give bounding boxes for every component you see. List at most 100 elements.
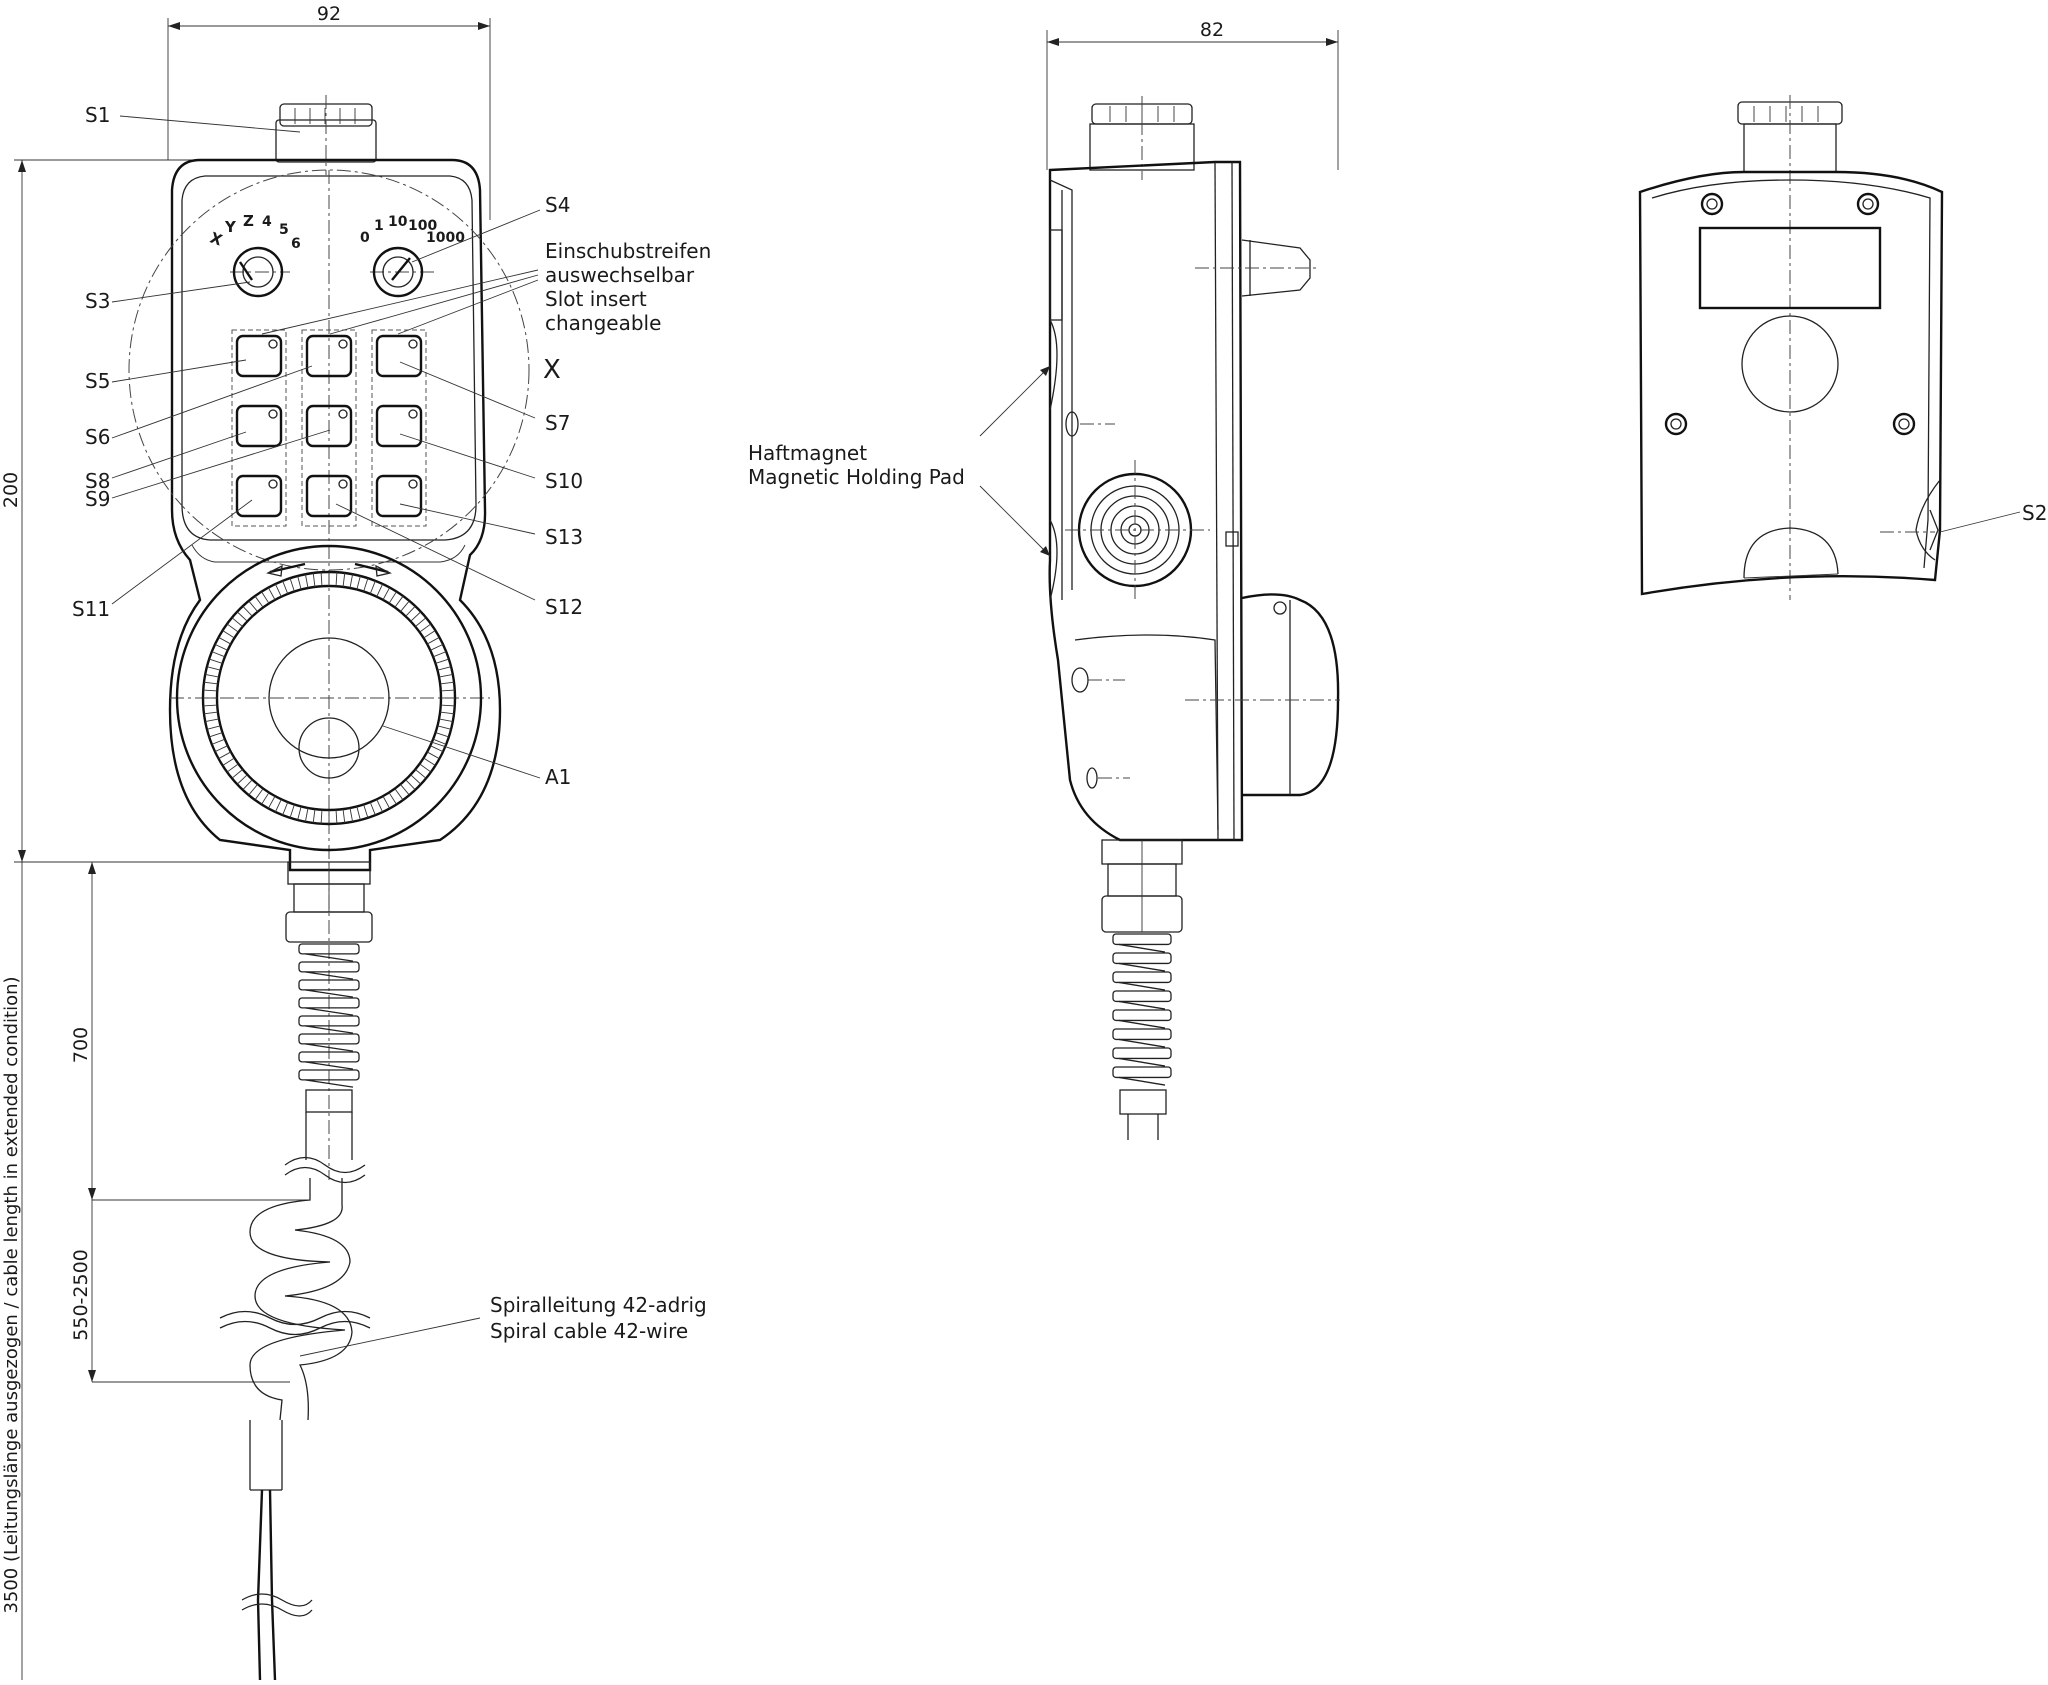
axis-mark-z: Z	[243, 212, 254, 230]
strain-relief-ring	[298, 1051, 360, 1063]
dim-cable-700: 700	[70, 1027, 92, 1063]
slot-note-en-1: Slot insert	[545, 287, 647, 311]
axis-mark-6: 6	[291, 236, 301, 252]
handwheel-tick	[363, 804, 369, 818]
handwheel-tick	[254, 595, 264, 608]
handwheel-tick	[335, 572, 338, 587]
handwheel-tick	[432, 651, 447, 658]
handwheel-tick	[261, 591, 270, 604]
axis-mark-x: X	[208, 229, 225, 250]
handwheel-tick	[274, 799, 282, 813]
handwheel-tick	[410, 774, 422, 785]
handwheel-tick	[376, 583, 384, 597]
strain-relief-ring	[298, 961, 360, 973]
handwheel-tick	[206, 666, 221, 671]
strain-relief-ring	[1112, 971, 1172, 984]
handwheel-tick	[435, 658, 449, 664]
label-s11: S11	[72, 597, 110, 621]
handwheel-tick	[410, 611, 422, 622]
handwheel-tick	[289, 578, 295, 592]
handwheel-tick	[320, 809, 323, 824]
handwheel-tick	[369, 580, 376, 595]
handwheel-tick	[222, 757, 235, 766]
front-view: 92 200 3500 (Leitungslänge ausgezogen / …	[0, 3, 711, 1681]
handwheel-tick	[437, 725, 452, 730]
handwheel-tick	[312, 809, 316, 824]
axis-mark-y: Y	[224, 218, 237, 236]
handwheel-tick	[274, 583, 282, 597]
handwheel-tick	[205, 718, 220, 723]
handwheel-tick	[211, 738, 226, 745]
handwheel-tick	[437, 666, 452, 671]
axis-mark-4: 4	[262, 214, 272, 230]
handwheel-tick	[438, 718, 453, 723]
label-s6: S6	[85, 425, 110, 449]
strain-relief-link	[1118, 981, 1166, 991]
handwheel-tick	[356, 806, 361, 821]
label-s2: S2	[2022, 501, 2047, 525]
strain-relief-link	[304, 1061, 354, 1070]
strain-relief-ring	[1112, 1009, 1172, 1022]
handwheel-tick	[415, 617, 427, 627]
handwheel-tick	[289, 804, 295, 818]
handwheel-tick	[205, 673, 220, 678]
slot-note-en-2: changeable	[545, 311, 661, 335]
cable-note-en: Spiral cable 42-wire	[490, 1319, 688, 1343]
handwheel-tick	[226, 623, 239, 633]
strain-relief-link	[304, 1079, 354, 1088]
magnet-note-en: Magnetic Holding Pad	[748, 465, 965, 489]
dim-height: 200	[0, 472, 22, 508]
strain-relief-ring	[298, 979, 360, 991]
label-s5: S5	[85, 369, 110, 393]
handwheel-tick	[209, 732, 223, 738]
strain-relief-link	[304, 971, 354, 980]
handwheel-tick	[423, 630, 436, 639]
handwheel-tick	[349, 574, 354, 589]
handwheel-tick	[388, 591, 397, 604]
strain-relief-ring	[298, 943, 360, 955]
handwheel-tick	[209, 658, 223, 664]
handwheel-tick	[297, 575, 302, 590]
handwheel-tick	[231, 769, 243, 779]
dim-front-width: 92	[317, 3, 341, 25]
back-view: S2	[1638, 95, 2047, 600]
handwheel-tick	[376, 799, 384, 813]
handwheel-tick	[405, 605, 416, 617]
handwheel-tick	[440, 681, 455, 685]
handwheel-tick	[363, 578, 369, 592]
step-mark-10: 10	[388, 214, 408, 230]
strain-relief-ring	[1112, 1028, 1172, 1041]
strain-relief-link	[1118, 1057, 1166, 1067]
handwheel-tick	[211, 651, 226, 658]
handwheel-tick	[426, 751, 440, 760]
handwheel-tick	[400, 600, 410, 612]
slot-note-de-1: Einschubstreifen	[545, 239, 711, 263]
handwheel-tick	[206, 725, 221, 730]
strain-relief-ring	[298, 1033, 360, 1045]
strain-relief-ring	[1112, 1066, 1172, 1079]
label-a1: A1	[545, 765, 571, 789]
strain-relief-link	[304, 953, 354, 962]
label-s9: S9	[85, 487, 110, 511]
handwheel-tick	[304, 574, 309, 589]
handwheel-tick	[267, 587, 276, 601]
handwheel-tick	[222, 630, 235, 639]
handwheel-tick	[203, 689, 218, 692]
handwheel-tick	[267, 795, 276, 809]
handwheel-tick	[203, 704, 218, 707]
handwheel-tick	[320, 572, 323, 587]
handwheel-tick	[419, 763, 432, 773]
label-s8: S8	[85, 469, 110, 493]
handwheel-tick	[388, 792, 397, 805]
handwheel-tick	[432, 738, 447, 745]
strain-relief-link	[1118, 943, 1166, 953]
handwheel-tick	[430, 745, 444, 753]
strain-relief-ring	[1112, 933, 1172, 946]
strain-relief-ring	[298, 1069, 360, 1081]
handwheel-tick	[342, 572, 346, 587]
handwheel-tick	[218, 636, 232, 645]
handwheel-tick	[426, 636, 440, 645]
label-s10: S10	[545, 469, 583, 493]
handwheel-tick	[218, 751, 232, 760]
